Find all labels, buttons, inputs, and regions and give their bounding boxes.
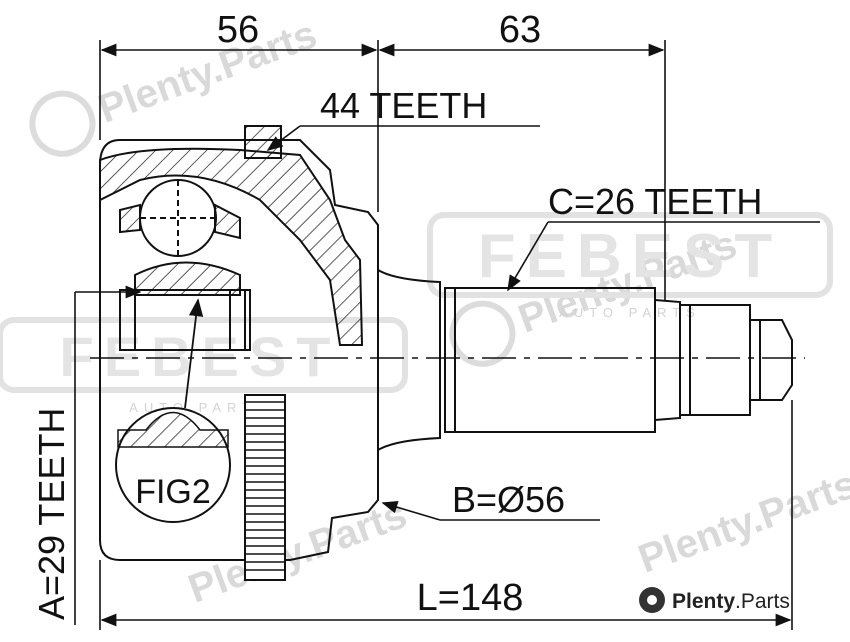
watermark-febest-text: FEBEST [60,325,341,388]
svg-text:Plenty.Parts: Plenty.Parts [672,590,790,613]
watermark-text: Plenty.Parts [183,492,413,611]
dim-56-text: 56 [217,9,259,51]
cage-hatch [119,203,241,240]
brand-text-suffix: .Parts [735,590,790,613]
brand-text-main: Plenty [672,590,735,613]
dim-63-text: 63 [499,9,541,51]
housing-hatch-upper [99,147,364,346]
fig2-callout: FIG2 [115,298,231,523]
watermark-plenty-low: Plenty.Parts [183,492,413,611]
label-a-29-teeth: A=29 TEETH [31,408,72,620]
joint-body [99,125,793,581]
watermark-plenty-right: Plenty.Parts [633,462,850,581]
label-c-26-teeth: C=26 TEETH [548,181,762,222]
watermark-text: Plenty.Parts [93,12,323,131]
label-b-diameter: B=Ø56 [452,479,565,520]
abs-ring-lower [244,394,286,581]
watermark-febest-sub: AUTO PARTS [559,305,701,320]
watermark-disc-icon [29,90,96,157]
dimension-lines [74,40,820,630]
watermark-febest-text: FEBEST [478,222,783,291]
fig2-hatch [117,411,229,448]
inner-spline-box [119,289,251,351]
shaft-spline [444,287,656,433]
watermark-febest-left: FEBEST AUTO PARTS [0,317,408,415]
label-44-teeth: 44 TEETH [320,85,487,126]
shaft-nut [749,319,793,401]
abs-ring-top [244,125,282,159]
abs-ring-teeth [245,401,285,571]
shaft-neck [377,269,441,451]
housing-outline [99,139,379,561]
inner-race-hatch [134,261,241,296]
brand-logo: Plenty.Parts [639,587,790,613]
watermark-text: Plenty.Parts [633,462,850,581]
dim-148-text: L=148 [417,577,524,619]
fig2-label: FIG2 [135,473,211,511]
